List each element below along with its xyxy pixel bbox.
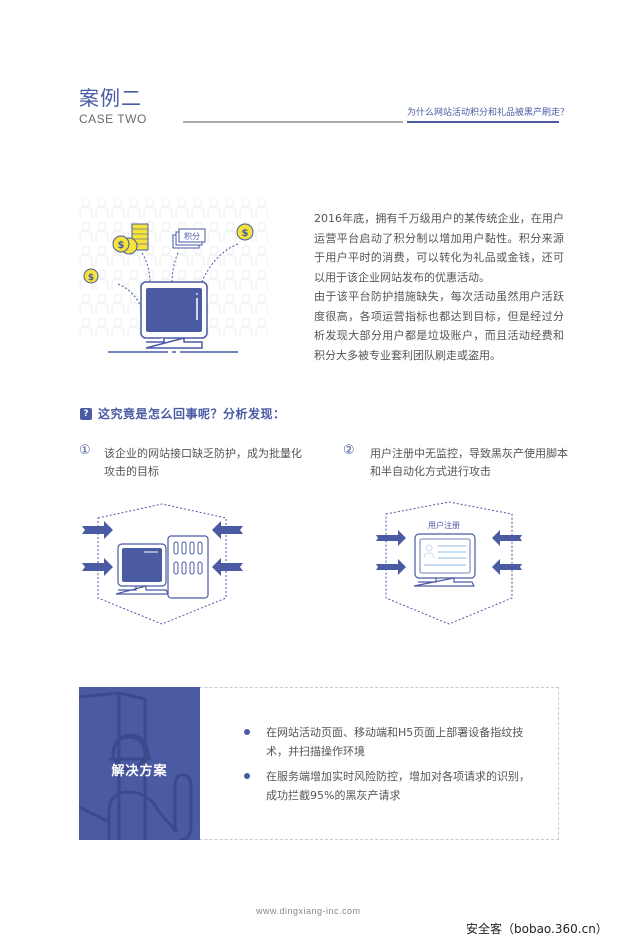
coin-stack-icon: $ [112, 223, 149, 255]
shield-outline [97, 503, 227, 625]
registration-attack-diagram: 用户注册 [376, 501, 522, 625]
bullet-icon [244, 773, 250, 779]
engineer-icon [79, 691, 193, 840]
finding-2-number: ② [343, 443, 355, 458]
intro-paragraph-1: 2016年底，拥有千万级用户的某传统企业，在用户运营平台启动了积分制以增加用户黏… [314, 212, 564, 284]
svg-text:$: $ [118, 240, 125, 251]
svg-text:积分: 积分 [184, 231, 200, 241]
analysis-title: 这究竟是怎么回事呢？分析发现： [98, 407, 286, 421]
arrow-icon [376, 530, 406, 575]
arrow-icon [492, 530, 522, 575]
coin-icon: $ [83, 268, 99, 284]
arrow-icon [82, 521, 113, 576]
svg-text:$: $ [242, 228, 249, 239]
watermark: 安全客（bobao.360.cn） [466, 922, 608, 936]
interface-attack-diagram [82, 503, 243, 625]
header-divider [183, 121, 403, 123]
registration-label: 用户注册 [428, 520, 460, 530]
header-divider-accent [407, 121, 559, 123]
solution-item-1: 在网站活动页面、移动端和H5页面上部署设备指纹技术，并扫描操作环境 [266, 726, 524, 758]
shield-outline [385, 501, 513, 625]
finding-1-number: ① [79, 443, 91, 458]
finding-1-text: 该企业的网站接口缺乏防护，成为批量化攻击的目标 [104, 447, 302, 478]
question-icon: ? [80, 408, 92, 420]
footer-url: www.dingxiang-inc.com [256, 906, 361, 916]
solution-panel [79, 687, 200, 840]
intro-paragraph-2: 由于该平台防护措施缺失，每次活动虽然用户活跃度很高，各项运营指标也都达到目标，但… [314, 290, 564, 362]
points-card-icon: 积分 [172, 228, 206, 249]
coin-icon: $ [236, 223, 254, 241]
bullet-icon [244, 729, 250, 735]
header-question: 为什么网站活动积分和礼品被黑产刷走？ [407, 108, 570, 118]
finding-2-text: 用户注册中无监控，导致黑灰产使用脚本和半自动化方式进行攻击 [370, 447, 568, 478]
case-subtitle: CASE TWO [79, 112, 147, 126]
points-platform-illustration: $ 积分 $ $ [78, 196, 268, 353]
solution-item-2: 在服务端增加实时风险防控，增加对各项请求的识别，成功拦截95%的黑灰产请求 [266, 770, 530, 802]
solution-title: 解决方案 [111, 764, 168, 779]
case-title: 案例二 [79, 86, 142, 110]
user-icon [425, 544, 433, 552]
monitor-icon [108, 281, 238, 353]
svg-text:$: $ [88, 273, 94, 283]
arrow-icon [212, 521, 243, 576]
